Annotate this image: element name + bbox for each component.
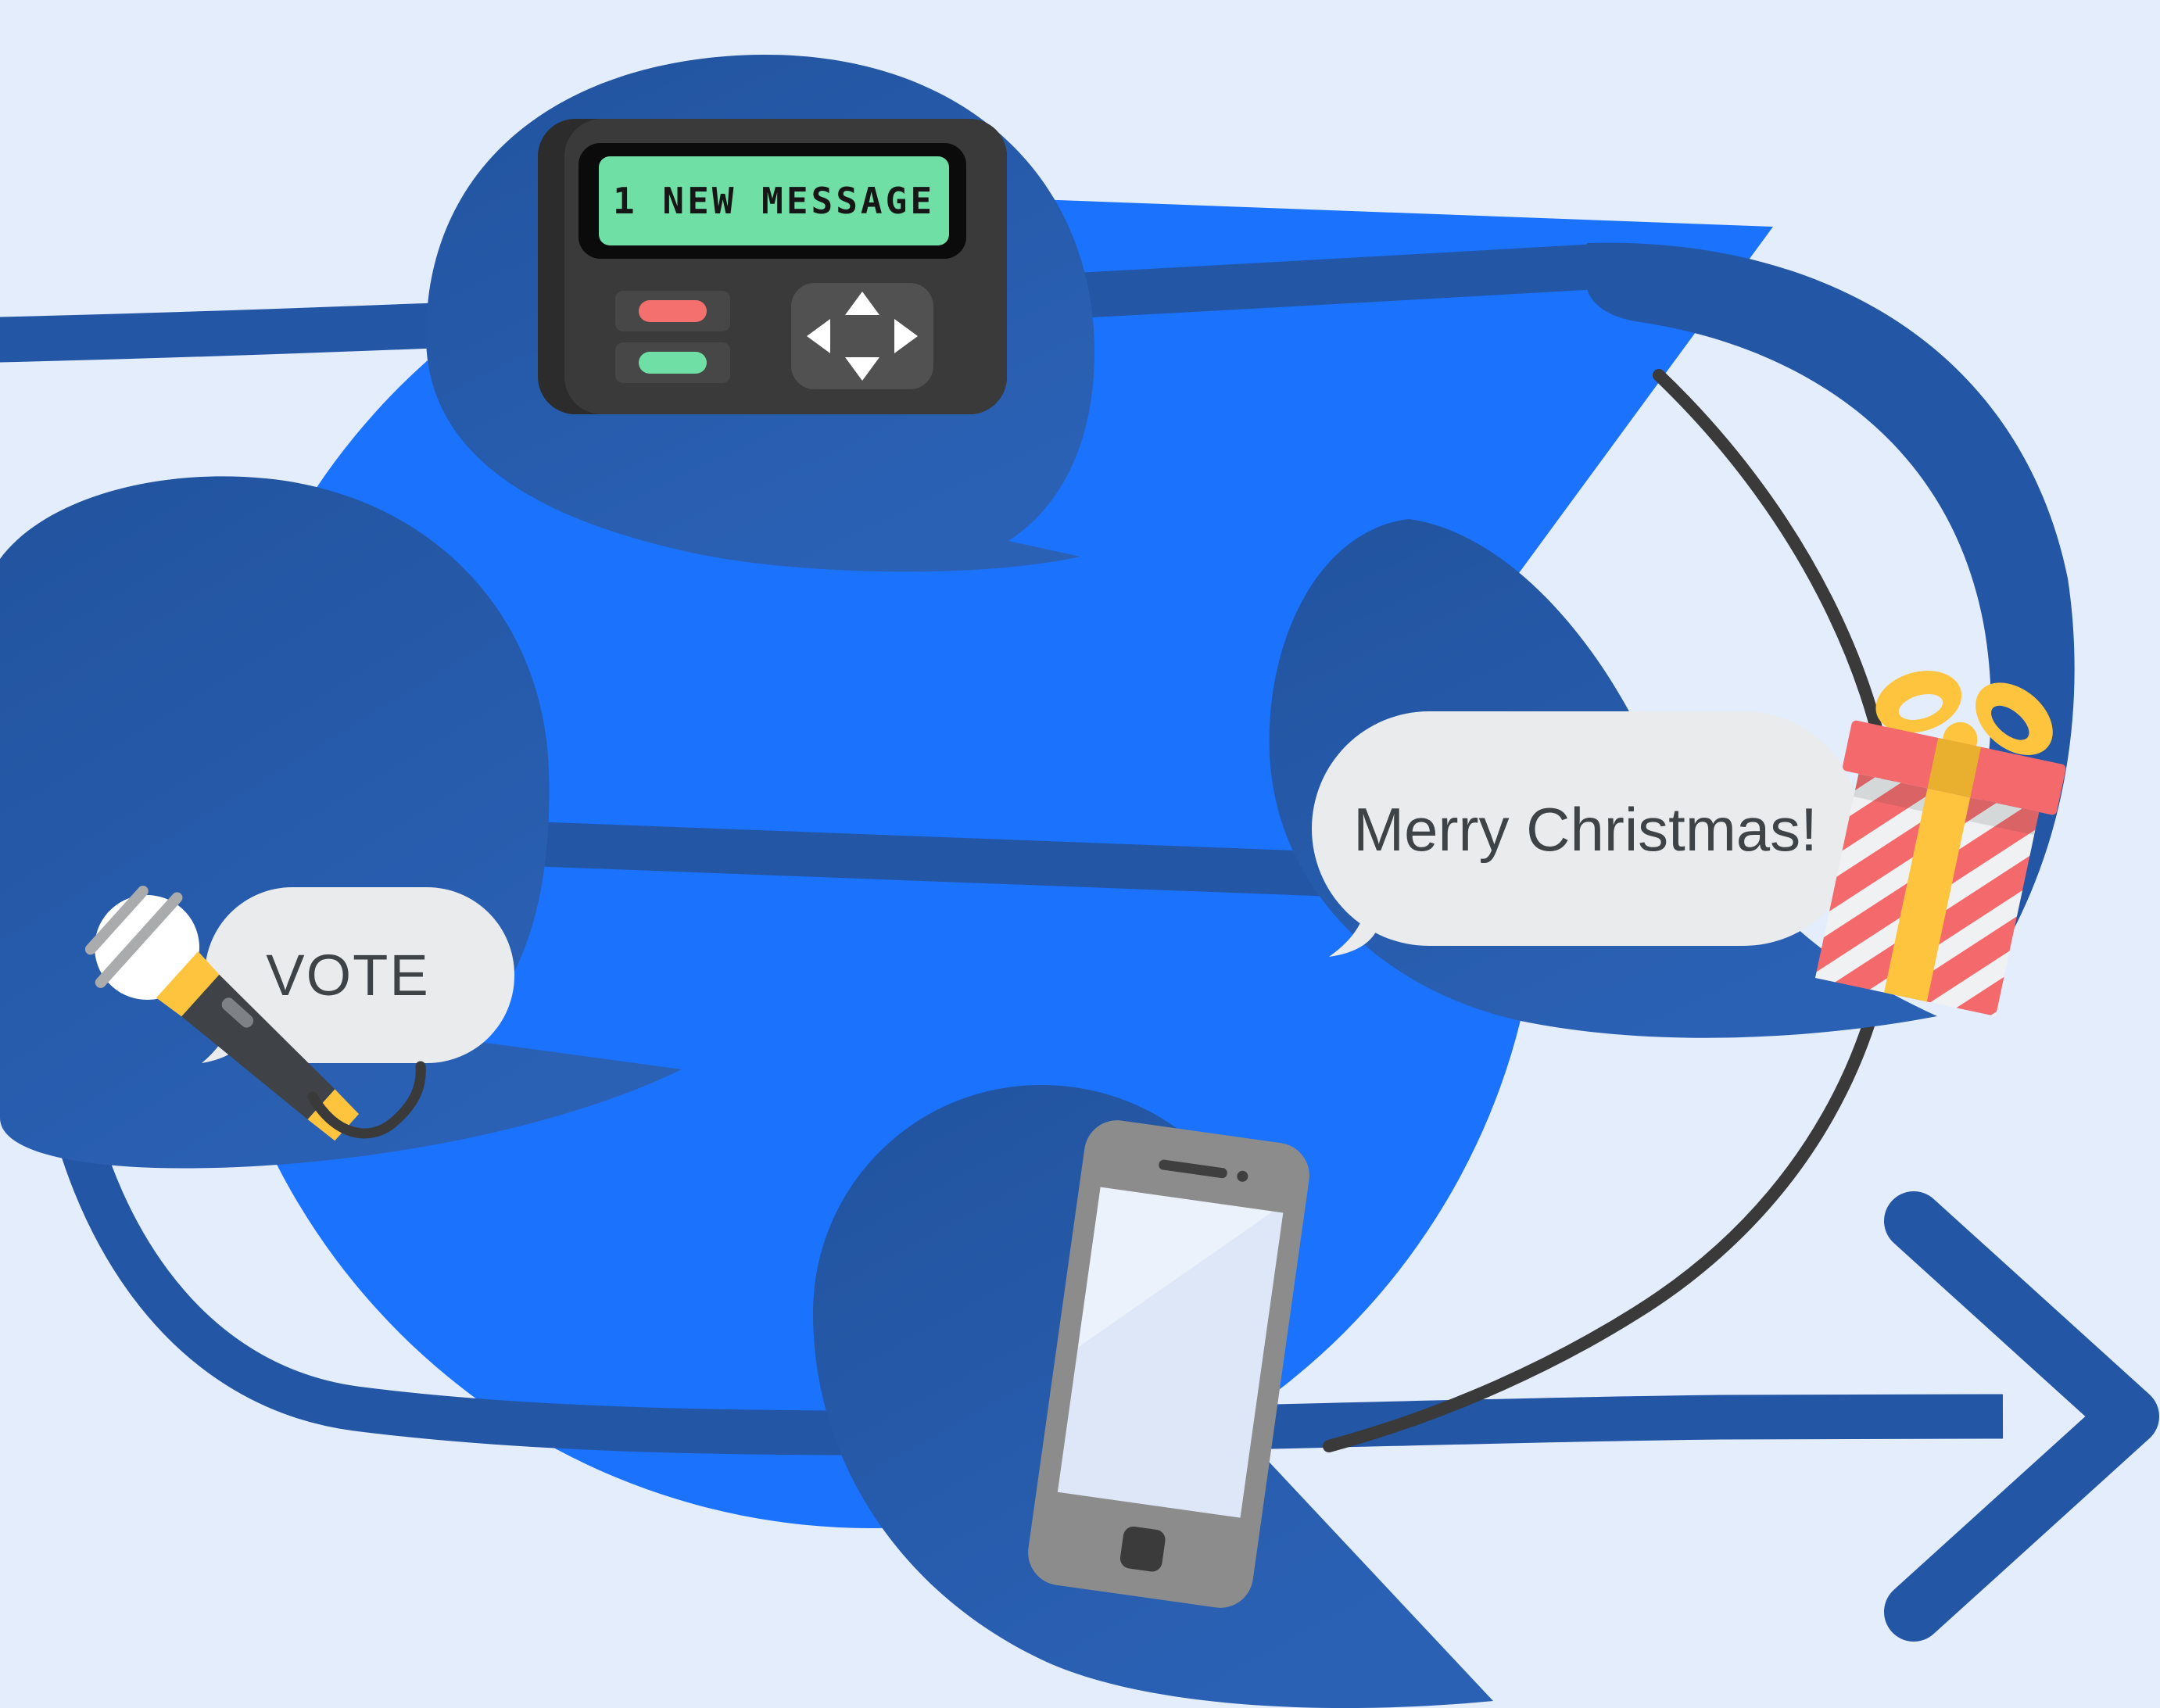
pager-dpad-base — [791, 283, 933, 389]
mic-head-band — [84, 886, 149, 955]
timeline-path-bottom — [36, 1040, 2159, 1642]
mic-head-band — [95, 892, 183, 988]
phone-home-button — [1119, 1526, 1166, 1572]
pager-device-icon: 1 NEW MESSAGE — [538, 119, 1007, 414]
dpad-right-icon — [894, 319, 918, 353]
gift-bow-hole — [1991, 705, 2029, 740]
gift-ribbon — [1883, 788, 1971, 1002]
dpad-down-icon — [845, 357, 879, 381]
mic-collar — [156, 951, 220, 1017]
vote-bubble-body — [205, 887, 514, 1063]
gift-icon — [1814, 671, 2066, 1017]
pager-screen — [599, 156, 949, 245]
greeting-bubble: Merry Christmas! — [1312, 711, 1861, 957]
phone-camera — [1237, 1170, 1248, 1182]
timeline-path-middle — [436, 818, 1409, 900]
vote-bubble: VOTE — [202, 887, 514, 1063]
pager-dpad — [791, 283, 933, 389]
pager-screen-text: 1 NEW MESSAGE — [613, 180, 935, 222]
mic-handle — [181, 974, 335, 1120]
dpad-left-icon — [807, 319, 830, 353]
greeting-label: Merry Christmas! — [1353, 795, 1818, 864]
phone-screen — [1057, 1187, 1284, 1518]
smartphone-icon — [1028, 1120, 1309, 1608]
arrow-head-icon — [1884, 1191, 2159, 1642]
pager-button-red — [639, 300, 707, 322]
greeting-bubble-body — [1312, 711, 1861, 946]
timeline-bottom-stroke — [36, 1040, 2004, 1456]
vote-label: VOTE — [266, 943, 429, 1008]
phone-screen-glare — [1077, 1187, 1273, 1348]
gift-bow-hole — [1898, 693, 1943, 720]
timeline-corner — [1587, 242, 2075, 971]
gift-lid-ribbon — [1927, 737, 1982, 798]
mic-handle-highlight — [221, 997, 254, 1028]
dpad-up-icon — [845, 292, 879, 315]
greeting-bubble-tail — [1329, 883, 1384, 957]
wire-curve — [1323, 369, 1902, 1452]
gift-bow — [1875, 671, 2053, 757]
phone-speaker — [1159, 1159, 1227, 1179]
microphone-icon — [84, 886, 426, 1141]
pager-button-green — [639, 352, 707, 374]
mic-cord — [307, 1061, 426, 1139]
